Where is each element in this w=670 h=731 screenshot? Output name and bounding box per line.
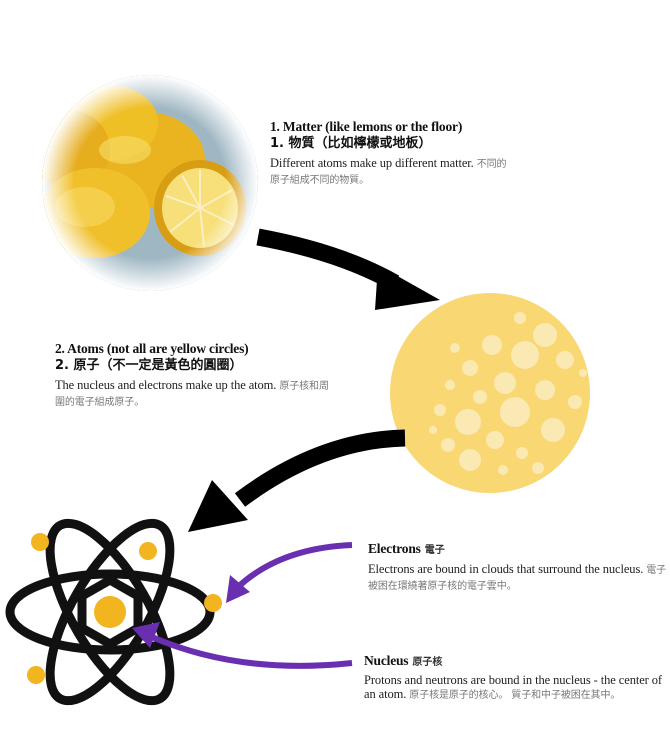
arrow-matter-to-atom [258, 237, 440, 310]
step1-description: Different atoms make up different matter… [270, 156, 515, 188]
step1-desc-en: Different atoms make up different matter… [270, 156, 474, 170]
atom-icon [10, 506, 222, 717]
step1-title-en: 1. Matter (like lemons or the floor) [270, 118, 570, 135]
electrons-label: Electrons 電子 Electrons are bound in clou… [368, 540, 668, 594]
nucleus-title-en: Nucleus [364, 653, 408, 668]
nucleus-description: Protons and neutrons are bound in the nu… [364, 673, 662, 703]
electrons-desc-en: Electrons are bound in clouds that surro… [368, 562, 643, 576]
step2-title-en: 2. Atoms (not all are yellow circles) [55, 340, 355, 357]
nucleus-label: Nucleus 原子核 Protons and neutrons are bou… [364, 652, 664, 703]
step2-label: 2. Atoms (not all are yellow circles) 2.… [55, 340, 355, 410]
step2-description: The nucleus and electrons make up the at… [55, 378, 330, 410]
electrons-title-en: Electrons [368, 541, 421, 556]
step1-label: 1. Matter (like lemons or the floor) 1. … [270, 118, 570, 188]
atom-circle [390, 293, 590, 493]
step2-title-zh: 2. 原子（不一定是黃色的圓圈） [55, 357, 355, 374]
step2-desc-en: The nucleus and electrons make up the at… [55, 378, 276, 392]
electrons-title-zh: 電子 [425, 545, 445, 556]
arrow-electrons [226, 545, 352, 603]
electrons-description: Electrons are bound in clouds that surro… [368, 562, 668, 594]
nucleus-dot [94, 596, 126, 628]
step1-title-zh: 1. 物質（比如檸檬或地板） [270, 135, 570, 152]
nucleus-title-zh: 原子核 [412, 657, 442, 668]
lemons-image [30, 75, 260, 295]
nucleus-desc-zh: 原子核是原子的核心。 質子和中子被困在其中。 [409, 690, 620, 701]
arrow-atom-to-structure [188, 438, 405, 532]
